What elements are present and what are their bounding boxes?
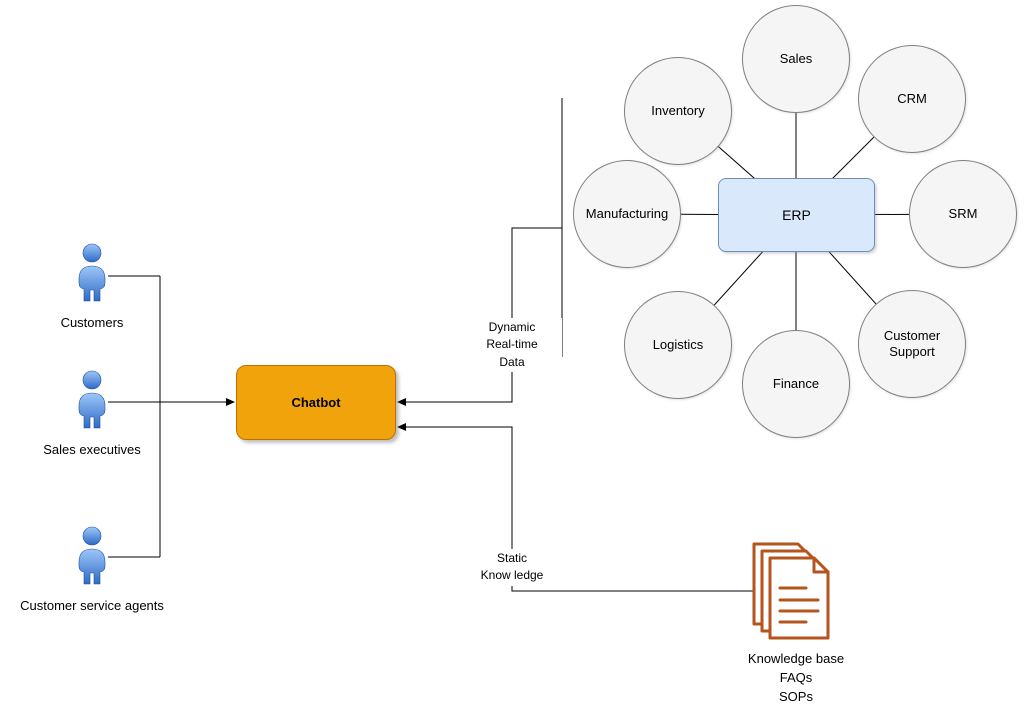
module-label: Inventory	[651, 102, 705, 118]
module-label: Customer Support	[883, 327, 941, 359]
module-label: Logistics	[652, 336, 704, 352]
actor-customer-service-agents: Customer service agents	[0, 526, 187, 613]
document-text-lines	[778, 586, 820, 624]
module-finance: Finance	[742, 330, 850, 438]
module-srm: SRM	[909, 160, 1017, 268]
actor-label: Sales executives	[43, 442, 141, 457]
actor-label: Customers	[60, 315, 124, 330]
module-label: Sales	[779, 50, 813, 66]
module-customer-support: Customer Support	[858, 290, 966, 398]
arrow-into-chatbot-static	[397, 423, 406, 431]
static-knowledge-edge-label: Static Know ledge	[462, 549, 562, 586]
module-logistics: Logistics	[624, 291, 732, 399]
module-label: Manufacturing	[585, 205, 669, 221]
module-inventory: Inventory	[624, 57, 732, 165]
module-label: CRM	[897, 90, 927, 106]
person-icon	[78, 243, 106, 302]
knowledge-base-label: Knowledge base FAQs SOPs	[747, 651, 845, 704]
actor-label: Customer service agents	[20, 598, 164, 613]
arrow-into-chatbot-dynamic	[397, 398, 406, 406]
person-icon	[78, 526, 106, 585]
module-label: SRM	[948, 205, 978, 221]
document-pages	[752, 542, 830, 640]
arrowheads	[226, 398, 406, 431]
dynamic-data-edge-label: Dynamic Real-time Data	[462, 318, 562, 373]
actor-customers: Customers	[0, 243, 187, 330]
connector-static	[405, 426, 754, 592]
module-label: Finance	[772, 375, 820, 391]
erp-label: ERP	[782, 207, 811, 223]
chatbot-node: Chatbot	[236, 365, 396, 440]
erp-node: ERP	[718, 178, 875, 252]
module-manufacturing: Manufacturing	[573, 160, 681, 268]
connector-dynamic	[405, 227, 562, 403]
person-icon	[78, 370, 106, 429]
actor-sales-executives: Sales executives	[0, 370, 187, 457]
chatbot-label: Chatbot	[291, 395, 341, 410]
arrow-into-chatbot-left	[226, 398, 235, 406]
module-crm: CRM	[858, 45, 966, 153]
module-sales: Sales	[742, 5, 850, 113]
documents-icon	[752, 542, 830, 640]
